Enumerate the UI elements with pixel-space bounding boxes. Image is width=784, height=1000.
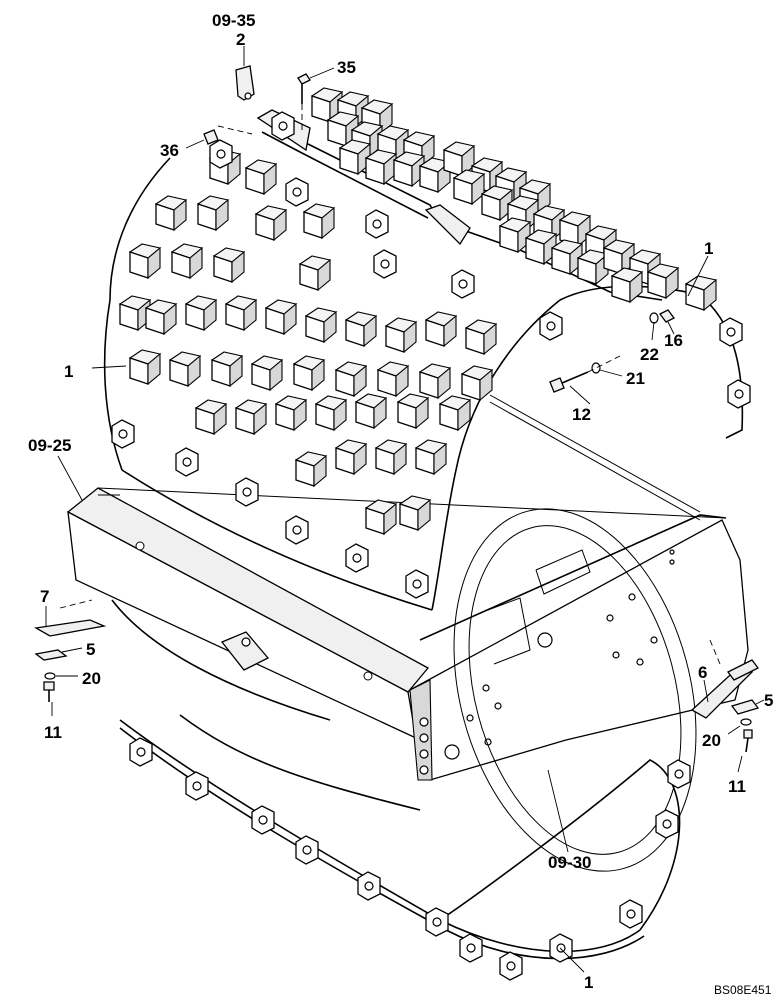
part-11-bolt-right — [737, 729, 753, 773]
part-5-plate-right — [730, 699, 765, 715]
drum — [111, 508, 697, 872]
callout-21: 21 — [626, 369, 645, 388]
part-2-clip — [235, 46, 255, 101]
callout-7: 7 — [40, 587, 49, 606]
frame-beam-face — [67, 510, 417, 740]
callout-20-left: 20 — [82, 669, 101, 688]
beam-bracket — [220, 631, 270, 671]
callout-09-25: 09-25 — [28, 436, 71, 455]
part-11-bolt-left — [43, 681, 55, 716]
callout-11-right: 11 — [728, 777, 746, 796]
callout-35: 35 — [337, 58, 356, 77]
seam-strap-2 — [424, 204, 471, 246]
callout-36: 36 — [160, 141, 179, 160]
callout-1-top: 1 — [704, 239, 713, 258]
part-35-bolt — [297, 67, 335, 130]
callout-12: 12 — [572, 405, 591, 424]
callout-labels: 09-35 2 35 36 1 1 22 16 21 12 09-25 7 5 … — [28, 11, 773, 997]
callout-5-left: 5 — [86, 640, 95, 659]
callout-09-35: 09-35 — [212, 11, 255, 30]
end-plate-holes — [419, 549, 675, 775]
drum-end-ring — [453, 508, 697, 872]
shell-left-edge — [103, 299, 123, 471]
pad-shell-top — [103, 109, 744, 611]
callout-09-30: 09-30 — [548, 853, 591, 872]
part-7-scraper — [34, 599, 107, 637]
tamping-feet-top — [111, 87, 751, 599]
drawing-reference: BS08E451 — [714, 983, 772, 997]
frame-end-plate — [409, 519, 749, 781]
drum-frame — [66, 487, 749, 781]
part-6-scraper — [690, 639, 759, 719]
callout-1-bottom: 1 — [584, 973, 593, 992]
drum-body-edge — [111, 599, 331, 721]
callout-22: 22 — [640, 345, 659, 364]
part-36-nut — [185, 125, 253, 149]
callout-11-left: 11 — [44, 723, 62, 742]
part-12-bolt-assembly — [549, 309, 675, 405]
callout-20-right: 20 — [702, 731, 721, 750]
callout-16: 16 — [664, 331, 683, 350]
part-20-washer-right — [727, 718, 752, 735]
part-20-washer-left — [44, 672, 78, 680]
callout-2: 2 — [236, 30, 245, 49]
callout-5-right: 5 — [764, 691, 773, 710]
pad-shell-bottom — [119, 719, 691, 981]
callout-6: 6 — [698, 663, 707, 682]
frame-end-plate-edge — [409, 679, 433, 781]
part-5-plate-left — [34, 647, 83, 661]
callout-1-left: 1 — [64, 362, 73, 381]
